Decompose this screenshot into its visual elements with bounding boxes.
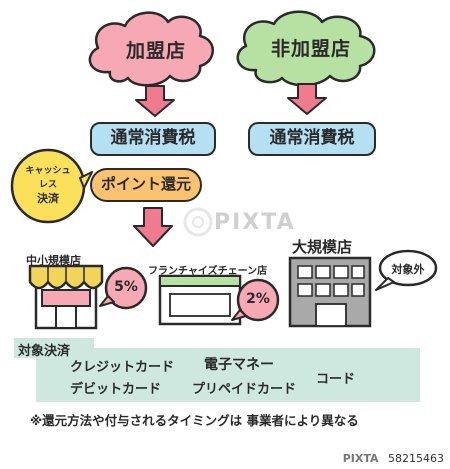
payment-debit: デビットカード (70, 382, 162, 397)
cashless-badge-line-3: 決済 (37, 192, 59, 205)
payment-code: コード (316, 372, 356, 387)
small-store-icon (28, 264, 104, 330)
large-store-label: 大規模店 (292, 238, 353, 256)
watermark-text: PIXTA (214, 210, 296, 235)
nonmember-label: 非加盟店 (270, 38, 351, 60)
small-store-label: 中小規模店 (26, 254, 81, 267)
footnote: ※還元方法や付与されるタイミングは 事業者により異なる (30, 413, 359, 428)
arrow-right-1 (287, 83, 327, 115)
watermark-logo (183, 207, 213, 237)
cashless-badge-shape (10, 148, 93, 224)
cashless-badge-line-2: レス (38, 180, 57, 190)
franchise-store-label: フランチャイズチェーン店 (148, 266, 268, 277)
cashless-badge-line-1: キャッシュ (25, 166, 71, 176)
payment-title: 対象決済 (18, 344, 71, 359)
payment-credit: クレジットカード (70, 360, 175, 375)
arrow-left-2 (133, 207, 173, 247)
tax-box-right: 通常消費税 (248, 122, 376, 156)
small-store-rate: 5% (114, 279, 138, 295)
payment-band (36, 348, 420, 402)
image-id: 58215463 (388, 452, 444, 465)
point-return-box: ポイント還元 (90, 168, 202, 202)
payment-emoney: 電子マネー (204, 357, 274, 373)
payment-prepaid: プリペイドカード (192, 382, 297, 397)
member-cloud (88, 11, 214, 87)
rate-bubble-small (99, 266, 148, 310)
nonmember-cloud (236, 10, 376, 87)
arrow-left-1 (135, 85, 175, 117)
large-store-badge: 対象外 (391, 263, 425, 276)
excluded-bubble (375, 249, 438, 291)
franchise-store-icon (158, 274, 242, 326)
rate-bubble-franchise (231, 278, 280, 322)
pixta-small-logo: PIXTA (342, 452, 379, 465)
cashless-badge: キャッシュ レス 決済 (16, 164, 80, 206)
large-store-icon (288, 256, 372, 328)
payment-title-tag (14, 338, 94, 358)
franchise-store-rate: 2% (246, 291, 270, 307)
image-id-tag: PIXTA 58215463 (336, 449, 450, 469)
tax-box-left: 通常消費税 (90, 122, 216, 156)
member-label: 加盟店 (125, 40, 186, 62)
